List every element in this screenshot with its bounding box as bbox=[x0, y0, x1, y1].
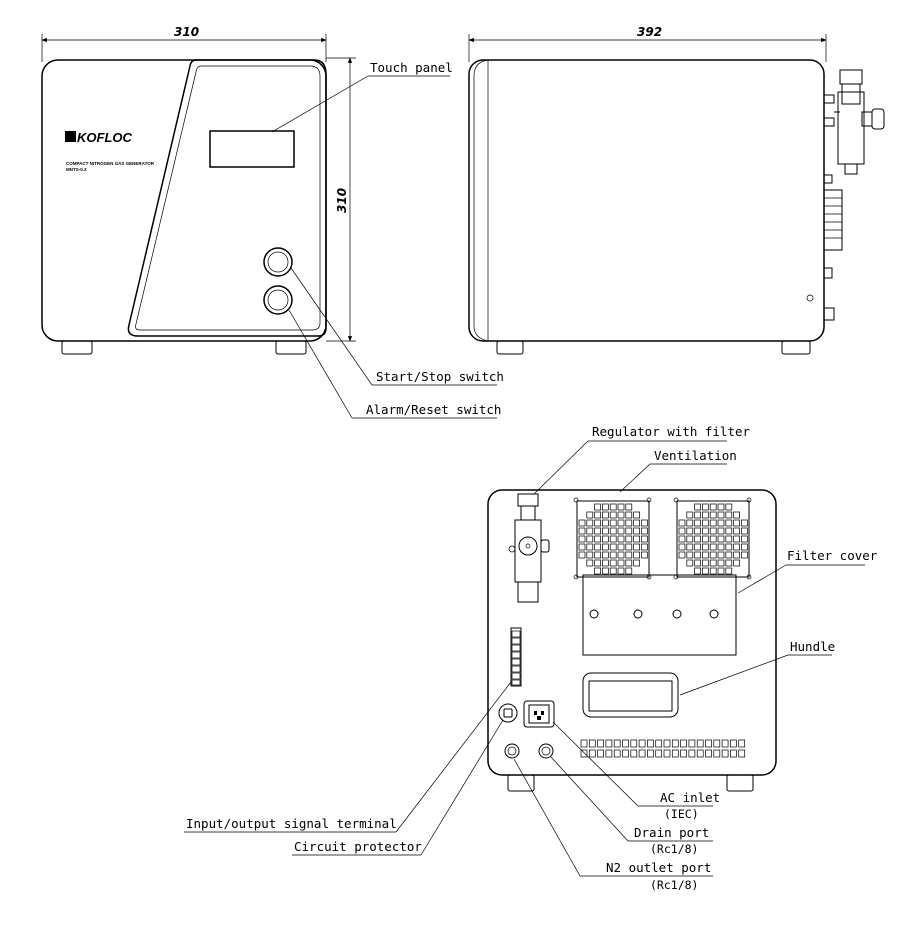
label-drain-port: Drain port bbox=[634, 825, 709, 840]
front-body bbox=[41, 59, 327, 342]
label-ac-inlet: AC inlet bbox=[660, 790, 720, 805]
label-circuit-protector: Circuit protector bbox=[294, 839, 422, 854]
side-body bbox=[468, 59, 825, 342]
product-model: MNTS-0.3 bbox=[66, 167, 87, 172]
ventilation-grid-left bbox=[573, 497, 652, 580]
touch-panel bbox=[209, 130, 295, 168]
label-regulator: Regulator with filter bbox=[592, 424, 751, 439]
drain-port bbox=[538, 743, 554, 759]
side-depth-dimension: 392 bbox=[637, 25, 662, 39]
height-dimension: 310 bbox=[335, 188, 349, 213]
side-view: 392 bbox=[468, 25, 885, 355]
label-touch-panel: Touch panel bbox=[370, 60, 453, 75]
regulator-with-filter bbox=[508, 493, 550, 603]
label-n2-outlet-sub: (Rc1/8) bbox=[650, 878, 698, 892]
front-panel-face bbox=[127, 59, 327, 337]
label-ventilation: Ventilation bbox=[654, 448, 737, 463]
kofloc-logo-mark bbox=[65, 131, 76, 142]
bottom-vent-strip bbox=[580, 739, 746, 758]
alarm-reset-switch bbox=[263, 285, 293, 315]
rear-body bbox=[487, 489, 777, 776]
front-view: 310 KOFLOC COMPACT NITROGEN GAS GENERATO… bbox=[41, 25, 504, 419]
label-n2-outlet: N2 outlet port bbox=[606, 860, 711, 875]
front-foot-right bbox=[275, 340, 307, 355]
io-signal-terminal bbox=[510, 627, 522, 687]
start-stop-switch bbox=[263, 247, 293, 277]
circuit-protector bbox=[498, 703, 518, 723]
label-drain-port-sub: (Rc1/8) bbox=[650, 842, 698, 856]
label-handle: Hundle bbox=[790, 639, 835, 654]
brand-logo: KOFLOC bbox=[77, 130, 132, 145]
label-ac-inlet-sub: (IEC) bbox=[664, 807, 699, 821]
front-width-dimension: 310 bbox=[174, 25, 199, 39]
ac-inlet bbox=[523, 700, 555, 728]
product-name: COMPACT NITROGEN GAS GENERATOR bbox=[66, 161, 155, 166]
handle bbox=[582, 672, 679, 718]
label-alarm-reset: Alarm/Reset switch bbox=[366, 402, 501, 417]
label-filter-cover: Filter cover bbox=[787, 548, 878, 563]
label-io-terminal: Input/output signal terminal bbox=[186, 816, 397, 831]
front-foot-left bbox=[61, 340, 93, 355]
filter-cover bbox=[582, 574, 737, 656]
n2-outlet-port bbox=[504, 743, 520, 759]
label-start-stop: Start/Stop switch bbox=[376, 369, 504, 384]
rear-view: Regulator with filter Ventilation Filter… bbox=[184, 424, 878, 892]
